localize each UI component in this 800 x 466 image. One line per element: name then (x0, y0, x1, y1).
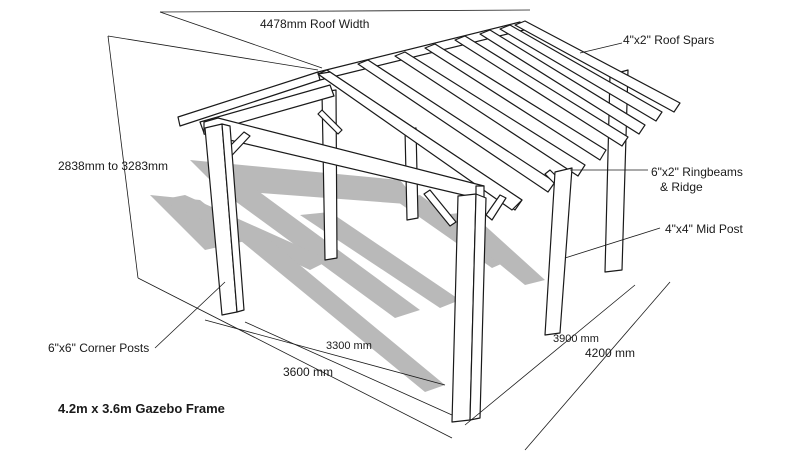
corner-post-front-right-face (469, 193, 487, 421)
roof-spar (454, 35, 629, 147)
leader-lines (154, 42, 661, 349)
ringbeam-left (199, 84, 335, 134)
roof-spar (514, 20, 681, 113)
outer-length-label: 4200 mm (585, 346, 635, 360)
corner-post-back-right (544, 167, 573, 336)
inner-width-label: 3300 mm (326, 340, 372, 352)
mid-post-label: 4"x4" Mid Post (665, 222, 744, 236)
ringbeams-label-line1: 6"x2" Ringbeams (651, 165, 743, 179)
ringbeams-label: 6"x2" Ringbeams & Ridge (651, 165, 746, 194)
inner-length-label: 3900 mm (553, 333, 599, 345)
roof-width-label: 4478mm Roof Width (260, 17, 369, 31)
roof-spar (394, 51, 586, 177)
roof-spars-label: 4"x2" Roof Spars (623, 33, 714, 47)
corner-posts-label: 6"x6" Corner Posts (48, 341, 149, 355)
outer-width-label: 3600 mm (283, 365, 333, 379)
gable-rafter-front (317, 71, 523, 211)
roof-spar (499, 24, 663, 122)
brace (423, 189, 457, 227)
diagram-title: 4.2m x 3.6m Gazebo Frame (58, 401, 225, 416)
height-label: 2838mm to 3283mm (58, 159, 168, 173)
ringbeams-label-line2: & Ridge (660, 180, 703, 194)
ground-shadow (150, 160, 545, 392)
dimension-lines (107, 9, 671, 451)
brace (485, 194, 507, 221)
roof-spar (479, 29, 646, 135)
corner-post-front-left-face (221, 123, 245, 313)
corner-posts (204, 123, 573, 423)
brace (317, 109, 343, 135)
roof-structure (177, 20, 681, 211)
roof-spar (424, 43, 607, 161)
